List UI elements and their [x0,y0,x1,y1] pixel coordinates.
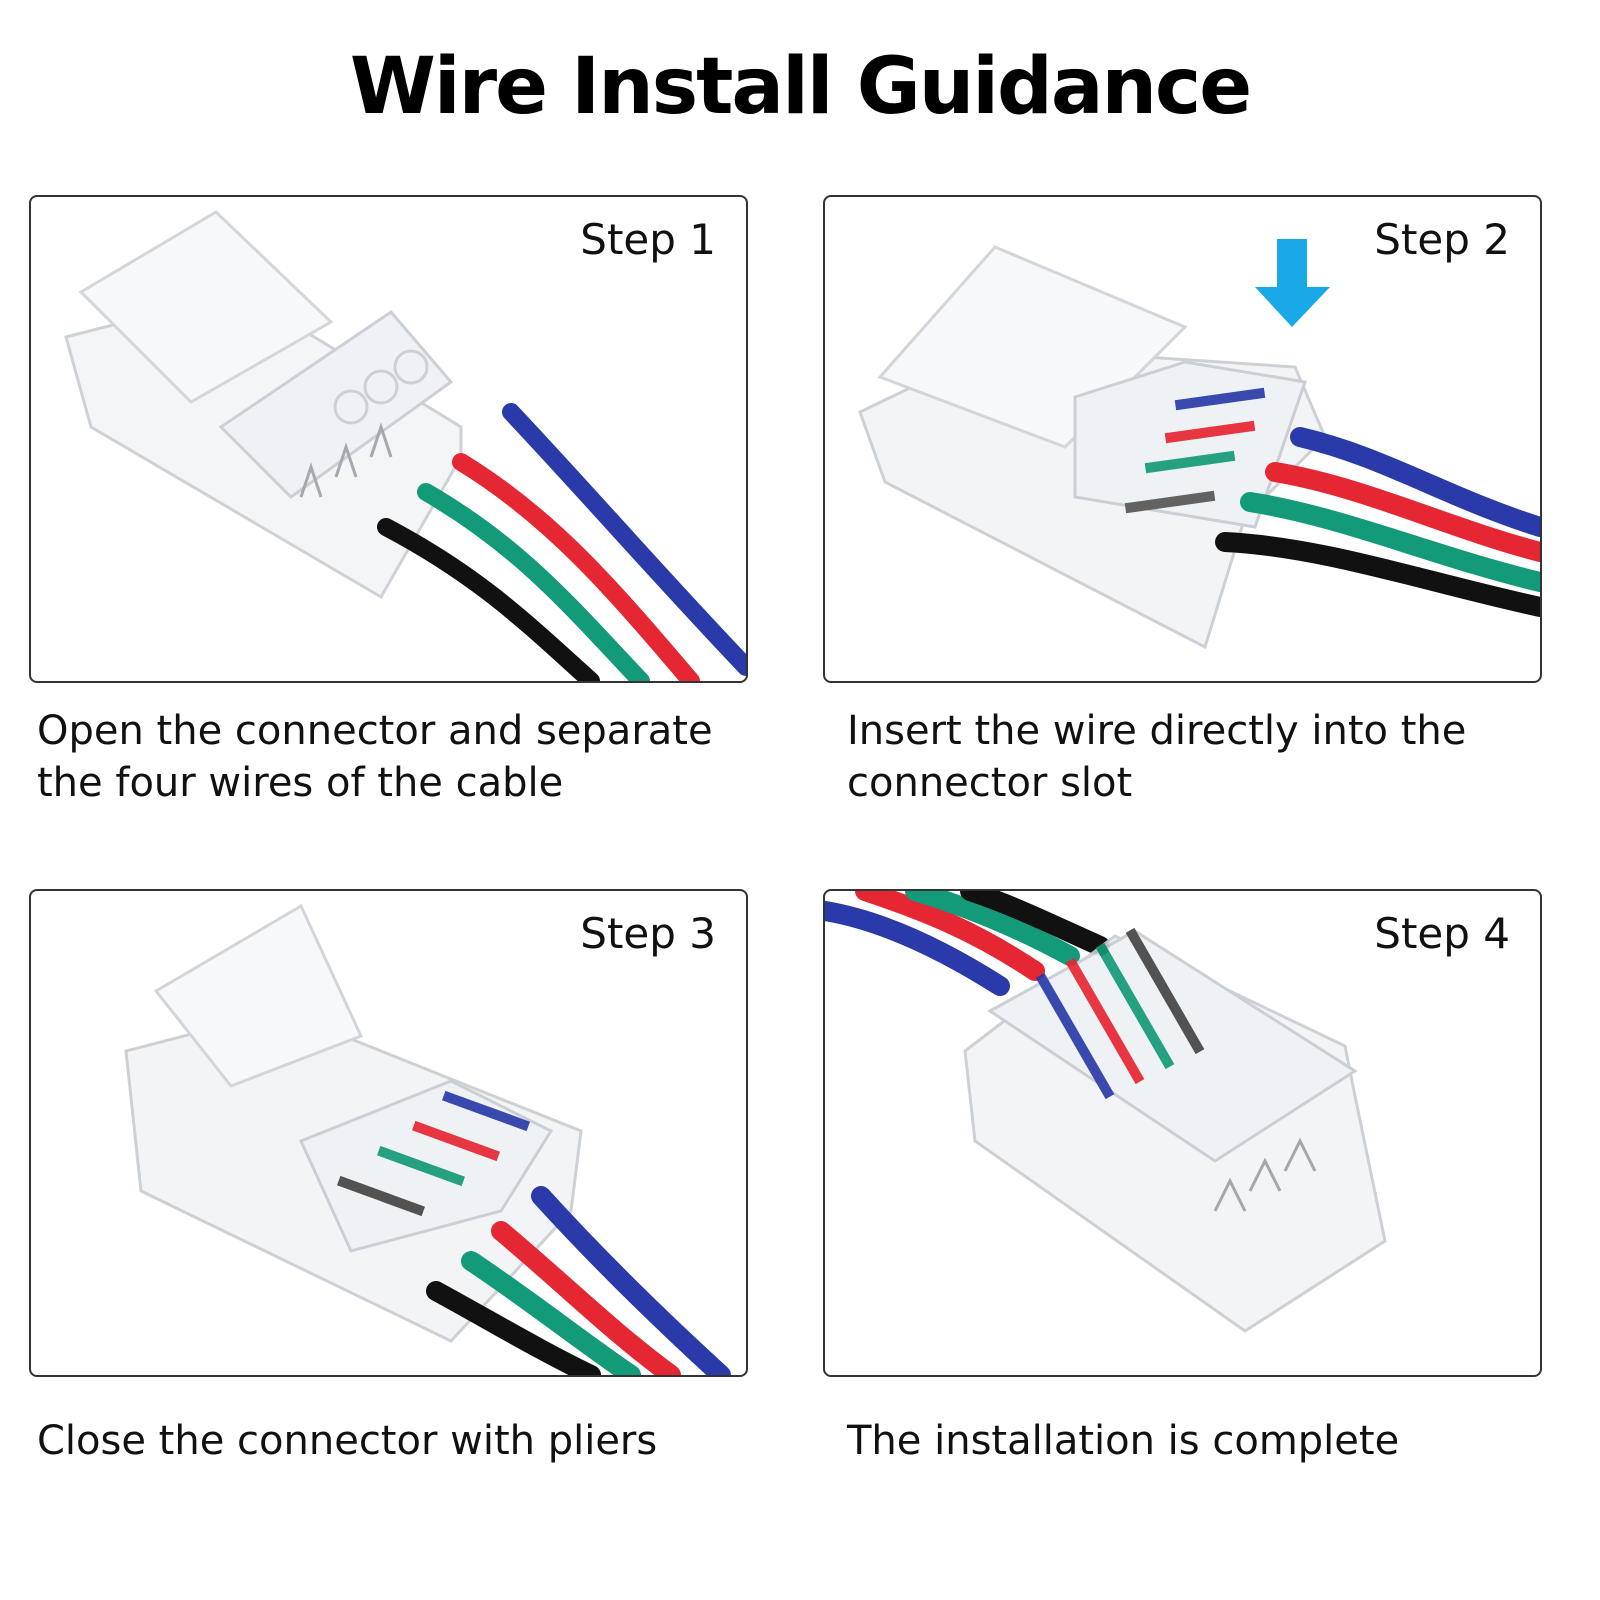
step-4-illustration [825,891,1387,1333]
step-4-panel: Step 4 [823,889,1542,1377]
step-3-panel: Step 3 [29,889,748,1377]
step-2-caption: Insert the wire directly into the connec… [847,708,1467,806]
step-4-label: Step 4 [1374,909,1510,958]
step-2-label: Step 2 [1374,215,1510,264]
connector-body [64,210,463,600]
wires [426,1186,731,1375]
step-1-caption: Open the connector and separate the four… [37,708,713,806]
page-title: Wire Install Guidance [349,42,1252,132]
wires [377,403,746,681]
step-3-caption: Close the connector with pliers [37,1418,658,1464]
step-1-illustration [64,210,746,681]
connector-body [124,903,583,1343]
connector-body [963,927,1387,1333]
step-2-panel: Step 2 [823,195,1542,683]
step-2-illustration [858,239,1540,650]
wires [825,891,1110,996]
step-3-label: Step 3 [580,909,716,958]
step-4-caption: The installation is complete [847,1418,1400,1464]
step-3-illustration [124,903,731,1375]
step-1-panel: Step 1 [29,195,748,683]
step-1-label: Step 1 [580,215,716,264]
wires [1215,427,1540,617]
connector-body [858,245,1327,650]
down-arrow-icon [1255,239,1330,327]
